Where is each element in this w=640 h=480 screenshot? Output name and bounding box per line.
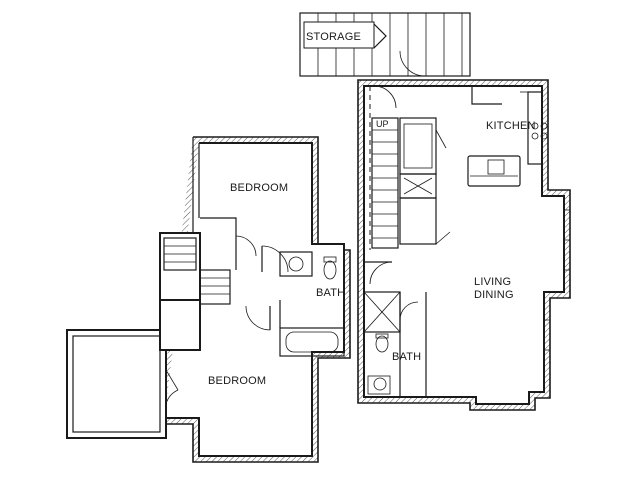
right-bath bbox=[363, 261, 427, 397]
main-unit-walls bbox=[357, 79, 571, 411]
bedroom-upper-label: BEDROOM bbox=[230, 182, 288, 194]
bedroom-lower-label: BEDROOM bbox=[208, 375, 266, 387]
bath-right-label: BATH bbox=[392, 351, 421, 363]
pantry-closets bbox=[399, 117, 451, 245]
main-stairs bbox=[371, 117, 399, 249]
stairs-up-label: UP bbox=[376, 119, 389, 129]
left-stairs bbox=[199, 217, 257, 305]
kitchen-label: KITCHEN bbox=[486, 120, 536, 132]
storage-area bbox=[299, 12, 471, 77]
left-bath bbox=[279, 251, 345, 357]
dining-label: DINING bbox=[474, 289, 514, 301]
living-label: LIVING bbox=[474, 276, 511, 288]
left-unit-walls bbox=[66, 136, 351, 463]
kitchen-fixtures bbox=[467, 86, 548, 187]
bath-left-label: BATH bbox=[316, 287, 345, 299]
storage-label: STORAGE bbox=[306, 31, 361, 43]
